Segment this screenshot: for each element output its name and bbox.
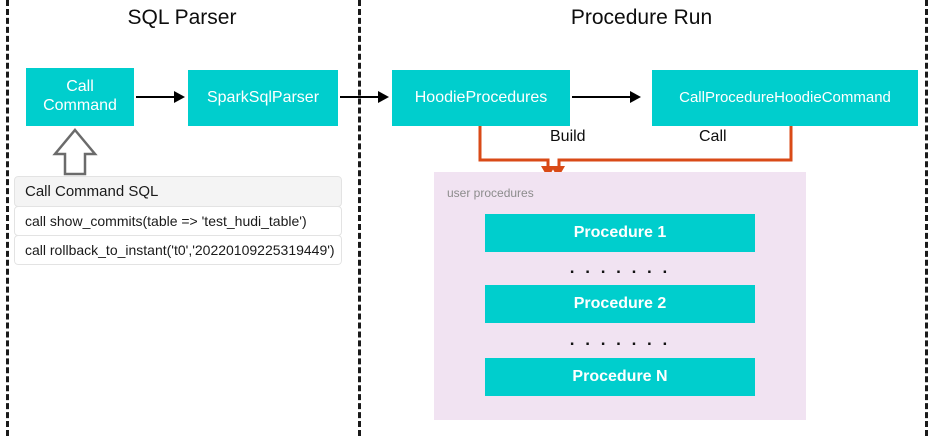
edge-label-build: Build	[545, 128, 591, 146]
procedure-bar-2-label: Procedure 2	[573, 295, 667, 312]
procedure-bar-n-label: Procedure N	[572, 368, 668, 385]
call-command-sql-table: Call Command SQL call show_commits(table…	[14, 176, 342, 265]
arrow-hoodieprocedures-to-callprocedure-head	[630, 91, 641, 103]
arrow-sparksqlparser-to-hoodieprocedures-line	[340, 96, 382, 98]
node-call-command-line1: Call	[66, 78, 94, 96]
node-hoodie-procedures[interactable]: HoodieProcedures	[392, 70, 570, 126]
arrow-callcommand-to-sparksqlparser-head	[174, 91, 185, 103]
sql-table-header: Call Command SQL	[14, 176, 342, 207]
node-hoodie-procedures-label: HoodieProcedures	[414, 88, 548, 106]
node-spark-sql-parser-label: SparkSqlParser	[206, 88, 320, 106]
procedure-bar-1-label: Procedure 1	[573, 224, 667, 241]
sql-table-row: call rollback_to_instant('t0','202201092…	[14, 235, 342, 265]
procedure-bar-1[interactable]: Procedure 1	[485, 214, 755, 252]
divider-middle	[358, 0, 361, 436]
divider-left	[6, 0, 9, 436]
sql-table-row: call show_commits(table => 'test_hudi_ta…	[14, 206, 342, 236]
arrow-callcommand-to-sparksqlparser-line	[136, 96, 176, 98]
node-call-procedure-hoodie-command[interactable]: CallProcedureHoodieCommand	[652, 70, 918, 126]
section-title-sql-parser: SQL Parser	[127, 6, 237, 29]
arrow-sparksqlparser-to-hoodieprocedures-head	[378, 91, 389, 103]
edge-label-call: Call	[694, 128, 732, 146]
ellipsis-1: . . . . . . .	[569, 258, 671, 277]
ellipsis-2: . . . . . . .	[569, 330, 671, 349]
connector-call	[556, 126, 794, 176]
section-title-procedure-run: Procedure Run	[570, 6, 713, 29]
node-call-procedure-hoodie-command-label: CallProcedureHoodieCommand	[679, 89, 891, 107]
node-spark-sql-parser[interactable]: SparkSqlParser	[188, 70, 338, 126]
divider-right	[925, 0, 928, 436]
arrow-hoodieprocedures-to-callprocedure-line	[572, 96, 632, 98]
procedure-bar-2[interactable]: Procedure 2	[485, 285, 755, 323]
connector-build	[477, 126, 552, 176]
node-call-command-line2: Command	[43, 97, 117, 114]
hollow-up-arrow-icon	[52, 128, 98, 181]
node-call-command[interactable]: Call Command	[26, 68, 134, 126]
user-procedures-panel-label: user procedures	[447, 186, 534, 200]
procedure-bar-n[interactable]: Procedure N	[485, 358, 755, 396]
